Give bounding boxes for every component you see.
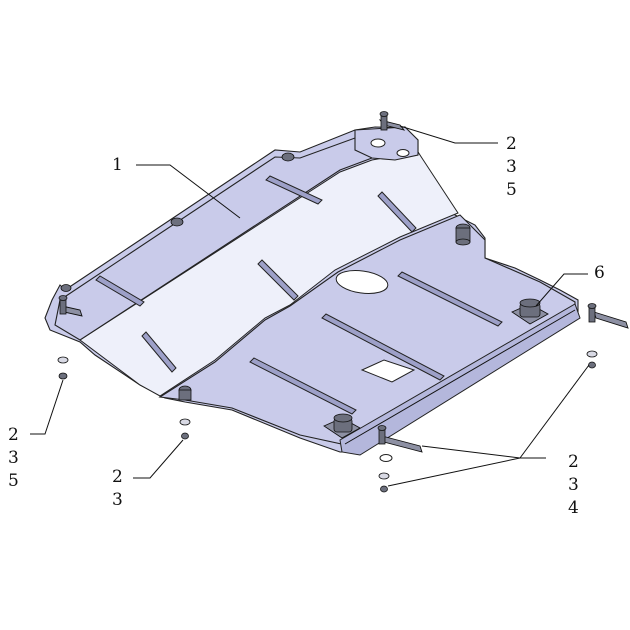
oval-opening	[335, 270, 389, 294]
rectangular-opening	[360, 359, 416, 383]
leader-left	[30, 379, 64, 435]
boss	[170, 217, 184, 227]
leader-part-6	[535, 273, 588, 307]
label-left-3: 5	[8, 471, 19, 491]
mount-top	[519, 298, 541, 308]
washer-icon	[586, 350, 598, 358]
label-top-right-2: 3	[506, 157, 517, 177]
bracket-icon	[58, 295, 83, 317]
leader-bottom-right-c	[519, 364, 590, 459]
rib-slot	[249, 357, 357, 415]
leader-top-right	[399, 125, 498, 144]
bolt-head	[377, 425, 387, 431]
label-bottom-right-2: 3	[568, 475, 579, 495]
callout-labels: 1 2 3 5 6 2 3 5 2 3 2 3 4	[8, 134, 605, 518]
plate-bosses	[60, 152, 471, 401]
leader-bottom-right-b	[387, 457, 521, 487]
leader-lines	[30, 125, 590, 487]
label-part-1: 1	[112, 155, 123, 175]
label-bottom-center-1: 2	[112, 467, 123, 487]
stiffening-ribs	[95, 175, 503, 415]
rib-slot	[397, 271, 503, 327]
loose-fasteners	[57, 350, 598, 493]
flange-hole	[379, 454, 393, 462]
label-left-1: 2	[8, 425, 19, 445]
rib-slot	[265, 175, 323, 205]
bracket-icon	[378, 111, 406, 131]
tab-hole-top	[370, 138, 386, 148]
skid-plate-lower-face	[158, 214, 576, 449]
bracket-right	[593, 311, 629, 329]
label-part-6: 6	[594, 263, 605, 283]
label-bottom-center-2: 3	[112, 490, 123, 510]
skid-plate	[44, 126, 581, 462]
nut-icon	[380, 485, 388, 493]
bolt-head	[587, 303, 597, 309]
bolt-head	[58, 295, 68, 301]
boss	[281, 152, 295, 162]
rib-slot	[95, 275, 145, 307]
bracket-front	[381, 435, 423, 453]
bracket-icon	[377, 425, 423, 453]
rib-slot	[257, 259, 299, 301]
washer-icon	[378, 472, 390, 480]
leader-bottom-center	[133, 439, 184, 479]
rubber-mount-icon	[511, 298, 549, 325]
label-bottom-right-3: 4	[568, 498, 579, 518]
nut-icon	[58, 372, 68, 380]
boss-body	[178, 389, 192, 401]
flange-fold-line	[344, 309, 576, 445]
bracket-icon	[587, 303, 629, 329]
nut-icon	[181, 432, 189, 440]
rib-slot	[141, 331, 177, 373]
label-left-2: 3	[8, 448, 19, 468]
label-bottom-right-1: 2	[568, 452, 579, 472]
rubber-mount-icon	[323, 413, 361, 439]
boss	[455, 238, 471, 246]
washer-icon	[179, 418, 191, 426]
label-top-right-3: 5	[506, 180, 517, 200]
tab-hole-top-2	[396, 149, 410, 157]
nut-icon	[588, 361, 596, 369]
bolt-head	[379, 111, 389, 117]
mount-top	[333, 413, 353, 423]
rib-slot	[377, 191, 417, 233]
washer-icon	[57, 356, 69, 364]
rib-slot	[321, 313, 445, 381]
label-top-right-1: 2	[506, 134, 517, 154]
leader-part-1	[136, 164, 241, 219]
boss	[60, 284, 72, 292]
